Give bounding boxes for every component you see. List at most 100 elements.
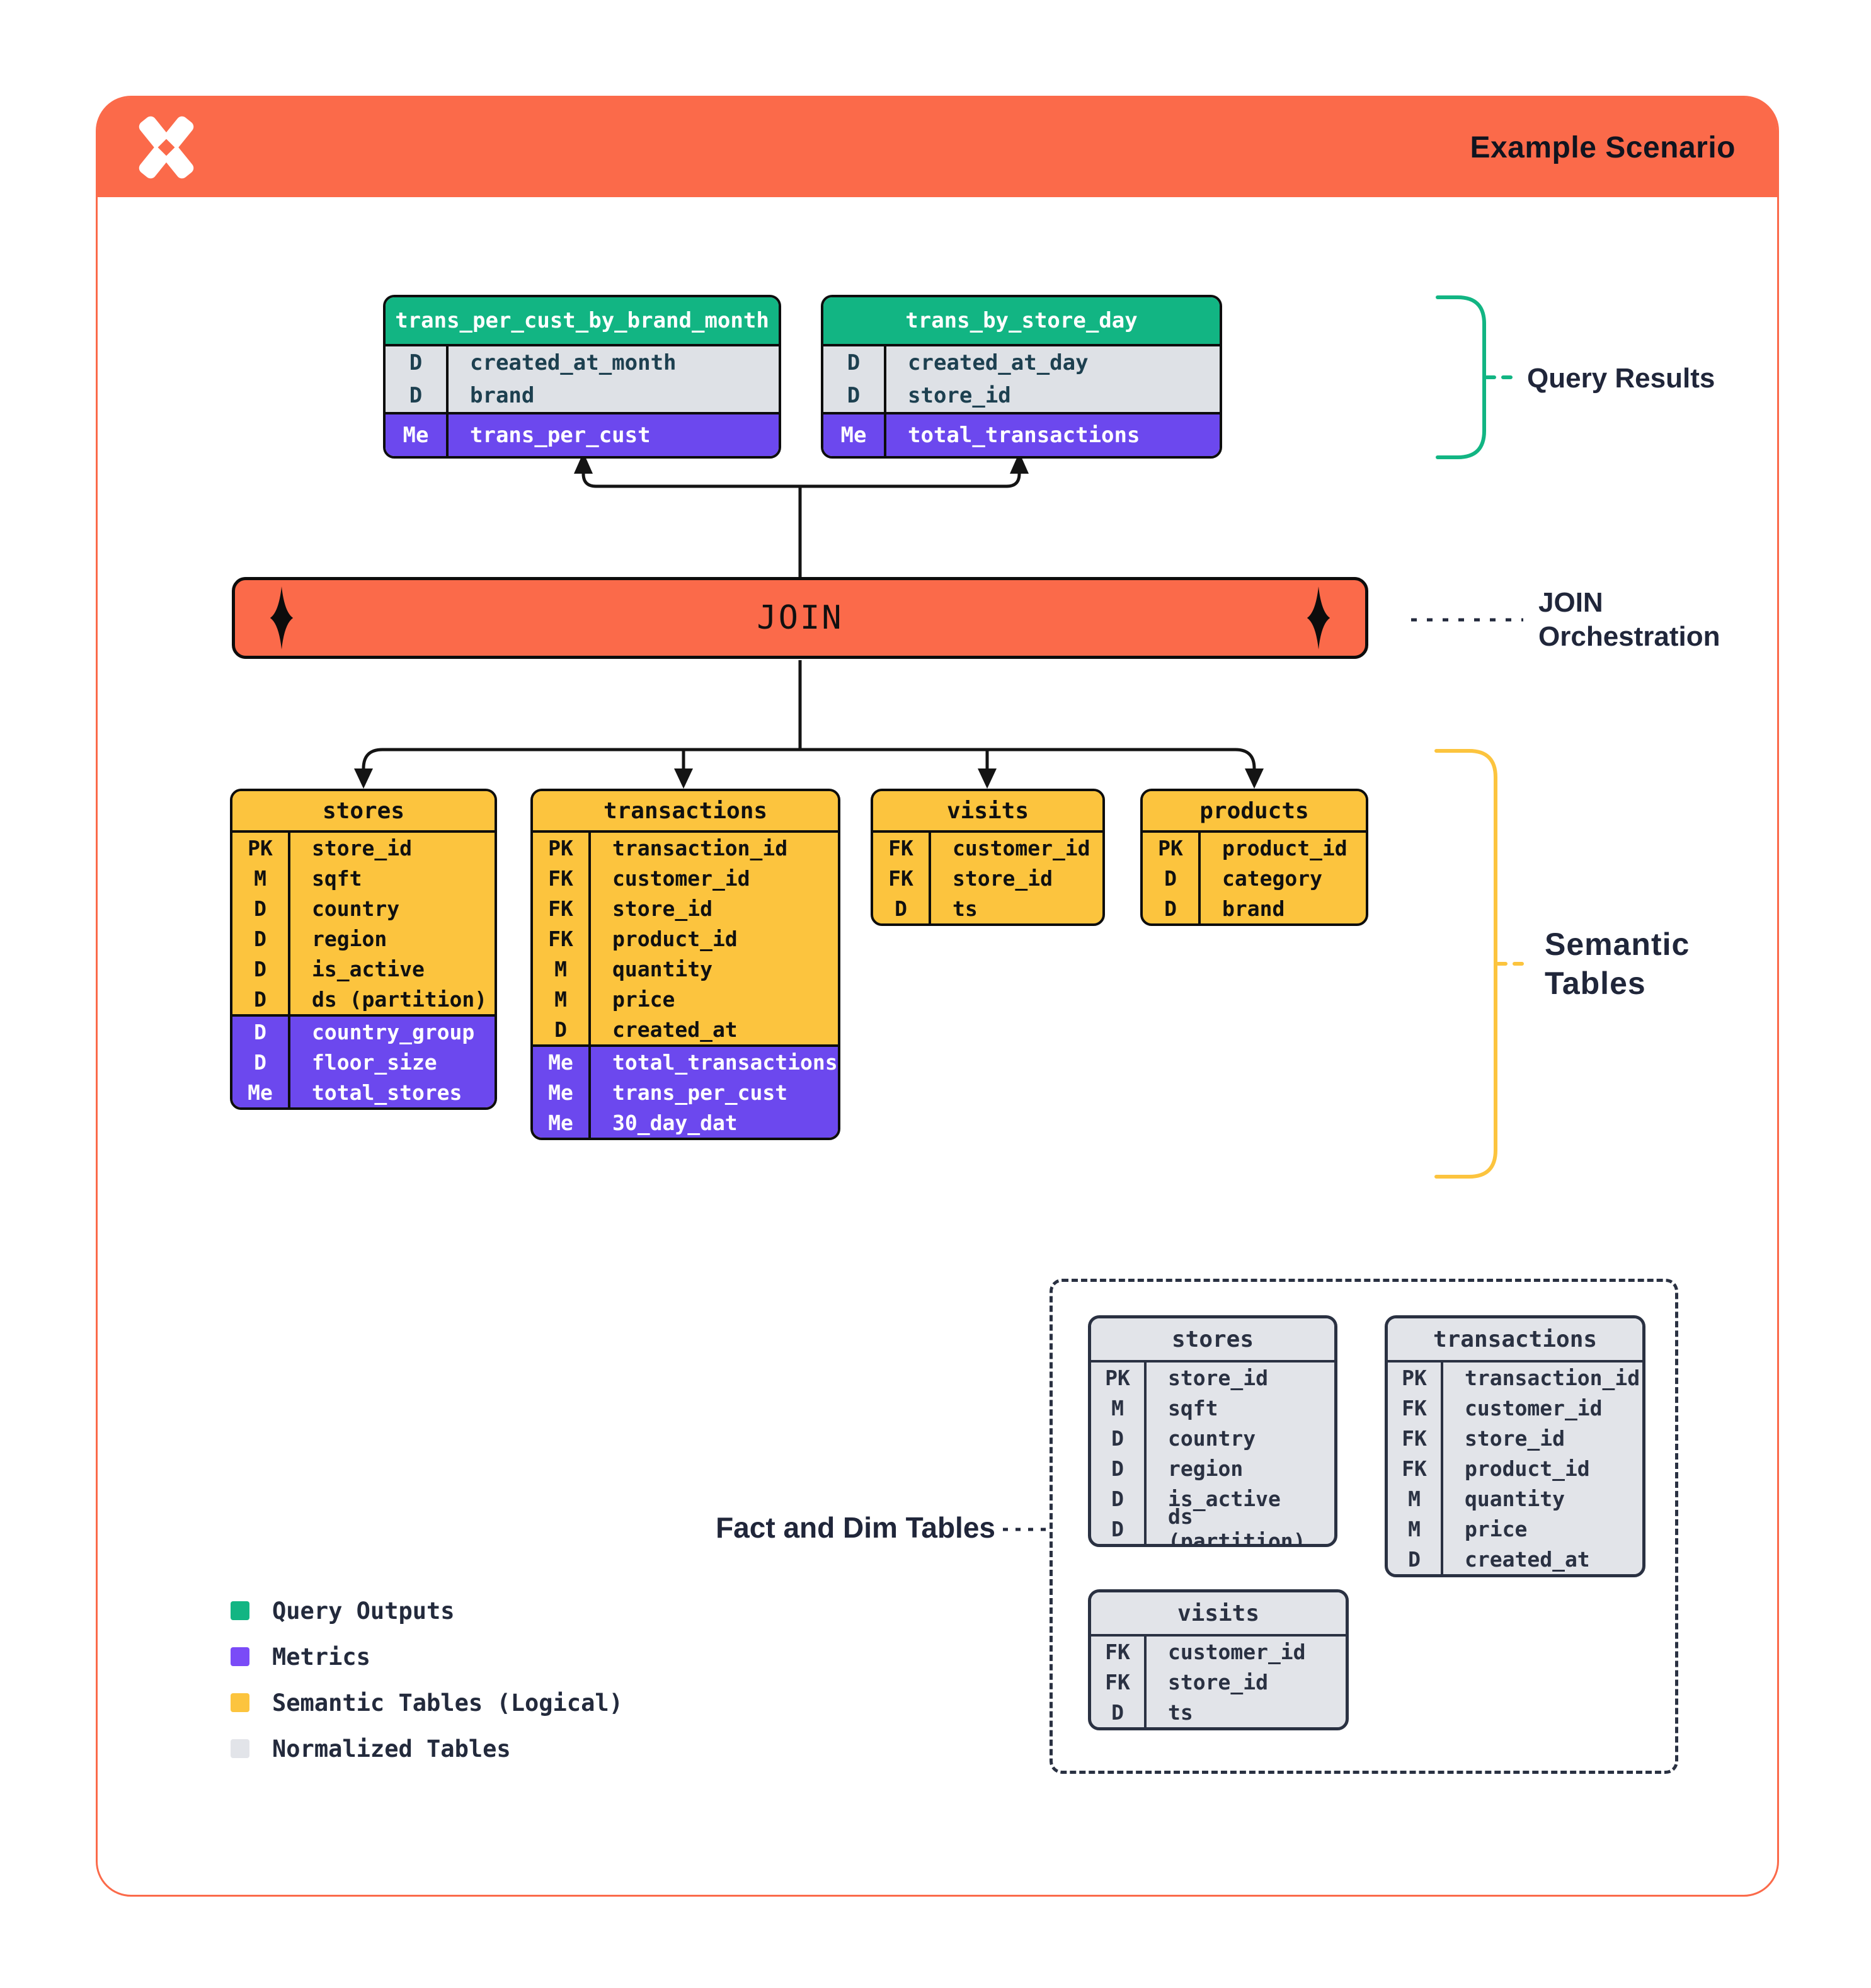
table-title: trans_by_store_day <box>823 297 1220 346</box>
field-badge: D <box>232 954 290 984</box>
legend-item-semantic-tables: Semantic Tables (Logical) <box>231 1689 623 1717</box>
field-badge: D <box>1091 1483 1147 1514</box>
field-name: product_id <box>1465 1456 1590 1481</box>
field-name: 30_day_dat <box>612 1110 738 1135</box>
field-name: price <box>612 986 675 1012</box>
field-badge: FK <box>1388 1393 1443 1423</box>
field-name: store_id <box>612 896 712 921</box>
table-title: visits <box>1091 1592 1346 1637</box>
pinwheel-x-logo-icon <box>137 114 196 181</box>
field-name: store_id <box>908 383 1011 408</box>
field-badge: Me <box>533 1107 591 1138</box>
field-badge: Me <box>232 1077 290 1107</box>
field-badge: FK <box>873 833 931 863</box>
field-badge: FK <box>533 893 591 923</box>
field-name: transaction_id <box>612 835 788 860</box>
field-badge: D <box>232 1047 290 1077</box>
legend-item-metrics: Metrics <box>231 1643 623 1671</box>
table-row: FK customer_id <box>533 863 838 893</box>
field-name: customer_id <box>1168 1639 1306 1664</box>
field-badge: M <box>533 954 591 984</box>
legend-label: Normalized Tables <box>272 1735 511 1762</box>
field-badge: FK <box>533 863 591 893</box>
field-name: product_id <box>1222 835 1347 860</box>
field-name: ts <box>1168 1700 1193 1725</box>
field-name: transaction_id <box>1465 1365 1640 1390</box>
field-badge: FK <box>1091 1667 1147 1697</box>
field-badge: D <box>232 893 290 923</box>
field-badge: M <box>1388 1483 1443 1514</box>
field-name: created_at_day <box>908 350 1089 375</box>
field-name: trans_per_cust <box>612 1080 788 1105</box>
legend-label: Query Outputs <box>272 1597 455 1625</box>
field-badge: D <box>1388 1544 1443 1574</box>
field-badge: FK <box>1091 1637 1147 1667</box>
field-badge: D <box>386 379 449 412</box>
field-badge: Me <box>533 1077 591 1107</box>
field-badge: Me <box>386 414 449 456</box>
field-badge: Me <box>533 1047 591 1077</box>
field-badge: D <box>232 984 290 1014</box>
field-badge: FK <box>1388 1453 1443 1483</box>
table-title: trans_per_cust_by_brand_month <box>386 297 779 346</box>
field-name: customer_id <box>612 865 750 891</box>
field-badge: FK <box>873 863 931 893</box>
field-badge: D <box>823 379 886 412</box>
table-row: FK store_id <box>533 893 838 923</box>
legend-swatch-icon <box>231 1739 249 1758</box>
field-badge: D <box>1091 1514 1147 1544</box>
legend-swatch-icon <box>231 1647 249 1666</box>
field-badge: D <box>873 893 931 923</box>
field-name: product_id <box>612 926 738 951</box>
table-row: Me total_stores <box>232 1077 495 1107</box>
field-badge: PK <box>533 833 591 863</box>
field-badge: D <box>1143 863 1201 893</box>
legend-item-query-outputs: Query Outputs <box>231 1597 623 1625</box>
table-row: FK customer_id <box>1091 1637 1346 1667</box>
field-badge: M <box>533 984 591 1014</box>
field-name: region <box>312 926 387 951</box>
legend-label: Metrics <box>272 1643 370 1671</box>
normalized-tables-group-box <box>1050 1279 1678 1774</box>
field-badge: D <box>1091 1423 1147 1453</box>
field-name: quantity <box>612 956 712 981</box>
field-badge: PK <box>232 833 290 863</box>
field-badge: PK <box>1388 1362 1443 1393</box>
field-name: sqft <box>312 865 362 891</box>
field-name: floor_size <box>312 1049 437 1075</box>
field-name: created_at_month <box>470 350 677 375</box>
field-name: brand <box>470 383 535 408</box>
field-name: category <box>1222 865 1322 891</box>
field-name: total_stores <box>312 1080 462 1105</box>
field-badge: D <box>1091 1697 1147 1727</box>
field-name: store_id <box>1465 1425 1565 1451</box>
field-badge: PK <box>1091 1362 1147 1393</box>
field-name: store_id <box>312 835 412 860</box>
field-badge: D <box>533 1014 591 1044</box>
page-title: Example Scenario <box>1470 130 1736 164</box>
table-title: transactions <box>533 791 838 833</box>
field-name: price <box>1465 1516 1528 1541</box>
